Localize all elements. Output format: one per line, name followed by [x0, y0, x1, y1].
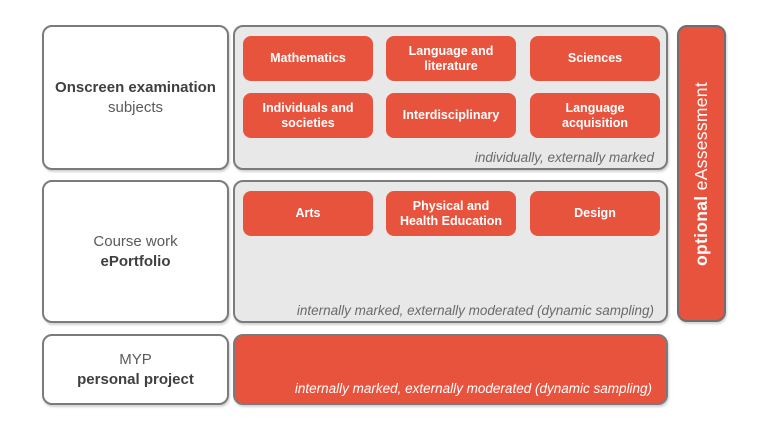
row-label-line1: Onscreen examination: [55, 78, 216, 96]
optional-label-bold: optional: [691, 195, 711, 266]
subject-chip-individuals-and-societies: Individuals and societies: [243, 93, 373, 138]
marking-note: internally marked, externally moderated …: [296, 303, 654, 318]
subject-chip-mathematics: Mathematics: [243, 36, 373, 81]
subject-chip-physical-and-health-education: Physical and Health Education: [386, 191, 516, 236]
myp-personal-project-label-box: MYP personal project: [42, 334, 229, 405]
optional-easessment-label: optional eAssessment: [691, 82, 712, 266]
subject-chip-language-and-literature: Language and literature: [386, 36, 516, 81]
subject-chip-arts: Arts: [243, 191, 373, 236]
myp-personal-project-bar: internally marked, externally moderated …: [233, 334, 668, 405]
subject-chip-sciences: Sciences: [530, 36, 660, 81]
row-label-line2: subjects: [107, 98, 164, 116]
row-label-line2: personal project: [77, 370, 194, 388]
easessment-label-regular: eAssessment: [691, 81, 711, 190]
row-label-line2: ePortfolio: [100, 252, 171, 270]
subject-chip-language-acquisition: Language acquisition: [530, 93, 660, 138]
onscreen-examination-label-box: Onscreen examination subjects: [42, 25, 229, 170]
marking-note: individually, externally marked: [474, 150, 654, 165]
optional-easessment-bar: optional eAssessment: [677, 25, 726, 322]
coursework-eportfolio-panel: Arts Physical and Health Education Desig…: [233, 180, 668, 323]
coursework-eportfolio-label-box: Course work ePortfolio: [42, 180, 229, 323]
subject-chip-interdisciplinary: Interdisciplinary: [386, 93, 516, 138]
row-label-line1: Course work: [93, 232, 178, 250]
row-label-line1: MYP: [119, 350, 152, 368]
marking-note: internally marked, externally moderated …: [294, 381, 652, 396]
subject-chip-design: Design: [530, 191, 660, 236]
onscreen-examination-panel: Mathematics Language and literature Scie…: [233, 25, 668, 170]
